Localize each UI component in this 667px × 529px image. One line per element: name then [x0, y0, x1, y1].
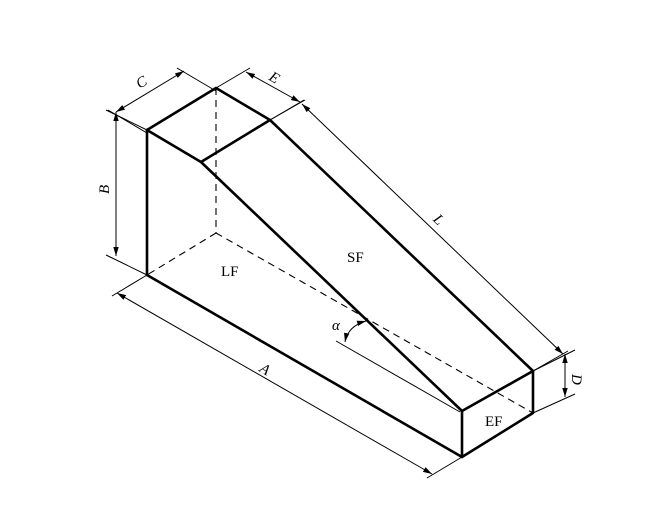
dimension-a: A — [111, 274, 463, 479]
label-alpha: α — [332, 318, 341, 334]
face-label-sf: SF — [347, 250, 364, 266]
dimension-e: E — [215, 67, 305, 121]
label-b: B — [97, 185, 113, 194]
dimension-c: C — [107, 67, 217, 134]
face-label-ef: EF — [485, 414, 503, 430]
label-a: A — [256, 360, 274, 379]
label-c: C — [133, 73, 151, 92]
visible-edges — [145, 86, 535, 459]
hidden-edges — [146, 88, 534, 414]
dimension-d: D — [532, 349, 584, 414]
angle-alpha: α — [332, 318, 461, 413]
label-d: D — [568, 373, 584, 385]
label-l: L — [429, 211, 447, 229]
dimension-l: L — [269, 99, 569, 372]
face-label-lf: LF — [221, 264, 239, 280]
dimension-b: B — [97, 109, 148, 276]
